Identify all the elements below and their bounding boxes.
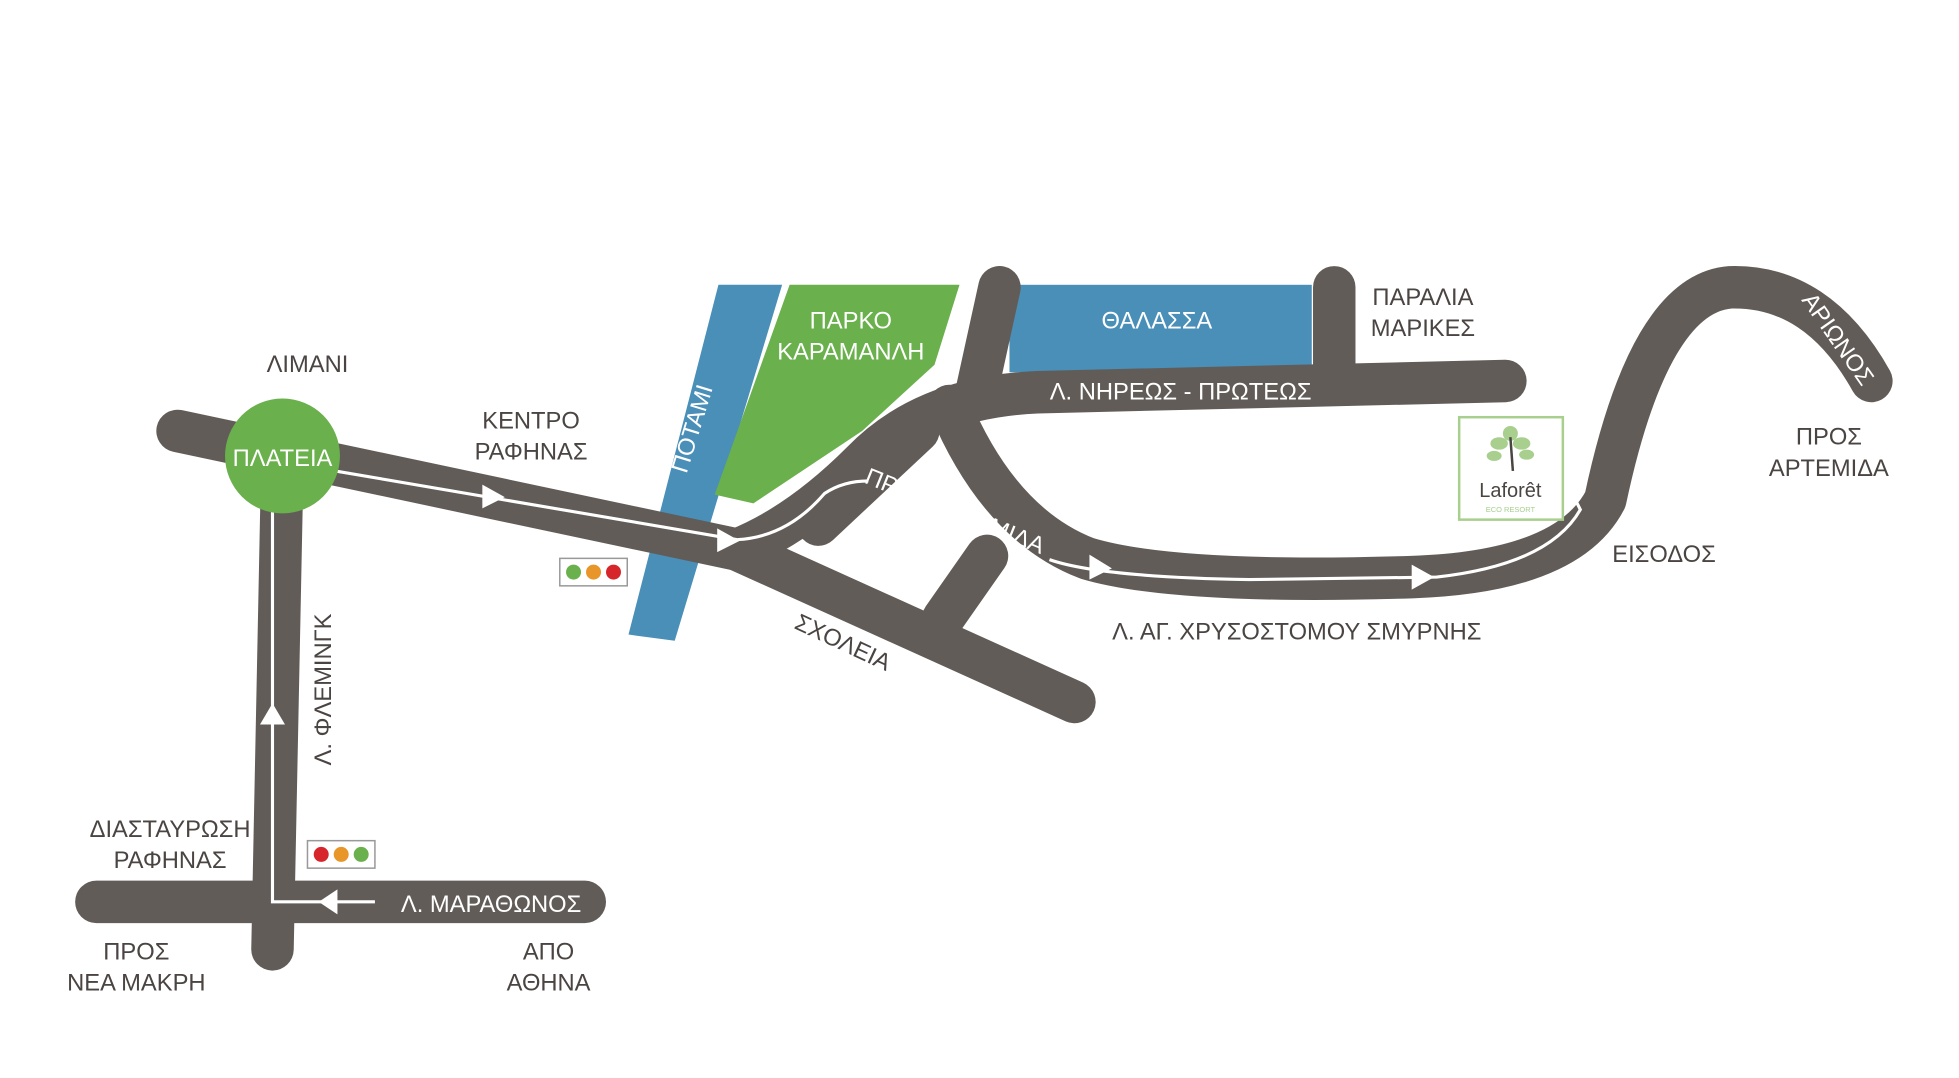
label-apo-athina-2: ΑΘΗΝΑ [507,971,591,997]
label-limani: ΛΙΜΑΝΙ [267,352,349,378]
route-line [270,505,375,904]
traffic-light-icon [559,557,628,587]
label-paralia-2: ΜΑΡΙΚΕΣ [1371,316,1475,342]
road-fleming [251,434,304,971]
label-pros-nea-makri-1: ΠΡΟΣ [103,939,169,965]
label-pros-artemida-2: ΑΡΤΕΜΙΔΑ [1769,456,1889,482]
label-fleming: Λ. ΦΛΕΜΙΝΓΚ [311,613,337,765]
traffic-light-icon [306,839,376,869]
road-chrysostomou [928,266,1893,600]
route-line [334,469,869,542]
direction-arrow-icon [318,889,338,915]
label-kentro-1: ΚΕΝΤΡΟ [482,408,580,434]
label-diastavrosi-2: ΡΑΦΗΝΑΣ [114,848,227,874]
plateia-circle [225,398,340,514]
label-chrysostomou: Λ. ΑΓ. ΧΡΥΣΟΣΤΟΜΟΥ ΣΜΥΡΝΗΣ [1112,620,1481,646]
label-parko-2: ΚΑΡΑΜΑΝΛΗ [777,340,924,366]
label-diastavrosi-1: ΔΙΑΣΤΑΥΡΩΣΗ [90,817,251,843]
sea-thalassa [1009,284,1312,373]
label-kentro-2: ΡΑΦΗΝΑΣ [475,440,588,466]
direction-arrow-icon [482,484,505,509]
label-pros-nea-makri-2: ΝΕΑ ΜΑΚΡΗ [67,971,205,997]
road-stub-north [955,266,1021,411]
label-plateia: ΠΛΑΤΕΙΑ [233,446,333,472]
label-thalassa: ΘΑΛΑΣΣΑ [1102,309,1213,335]
label-pros-artemida-1: ΠΡΟΣ [1796,425,1862,451]
direction-arrow-icon [1089,554,1112,580]
label-parko-1: ΠΑΡΚΟ [810,309,892,335]
logo-name: Laforêt [1479,480,1542,502]
tree-logo-icon [1486,425,1535,472]
direction-arrow-icon [1411,564,1435,590]
park-karamanli [714,284,960,504]
label-paralia-1: ΠΑΡΑΛΙΑ [1372,285,1473,311]
direction-arrow-icon [260,703,285,725]
logo-tagline: ECO RESORT [1486,505,1536,514]
direction-arrow-icon [717,528,740,553]
road-connector-2 [797,409,940,546]
label-nireos: Λ. ΝΗΡΕΩΣ - ΠΡΩΤΕΩΣ [1050,380,1312,406]
label-marathonos: Λ. ΜΑΡΑΘΩΝΟΣ [401,892,581,918]
label-eisodos: ΕΙΣΟΔΟΣ [1612,542,1715,568]
label-apo-athina-1: ΑΠΟ [523,939,574,965]
road-connector [922,534,1009,640]
laforet-logo: Laforêt ECO RESORT [1457,415,1565,521]
